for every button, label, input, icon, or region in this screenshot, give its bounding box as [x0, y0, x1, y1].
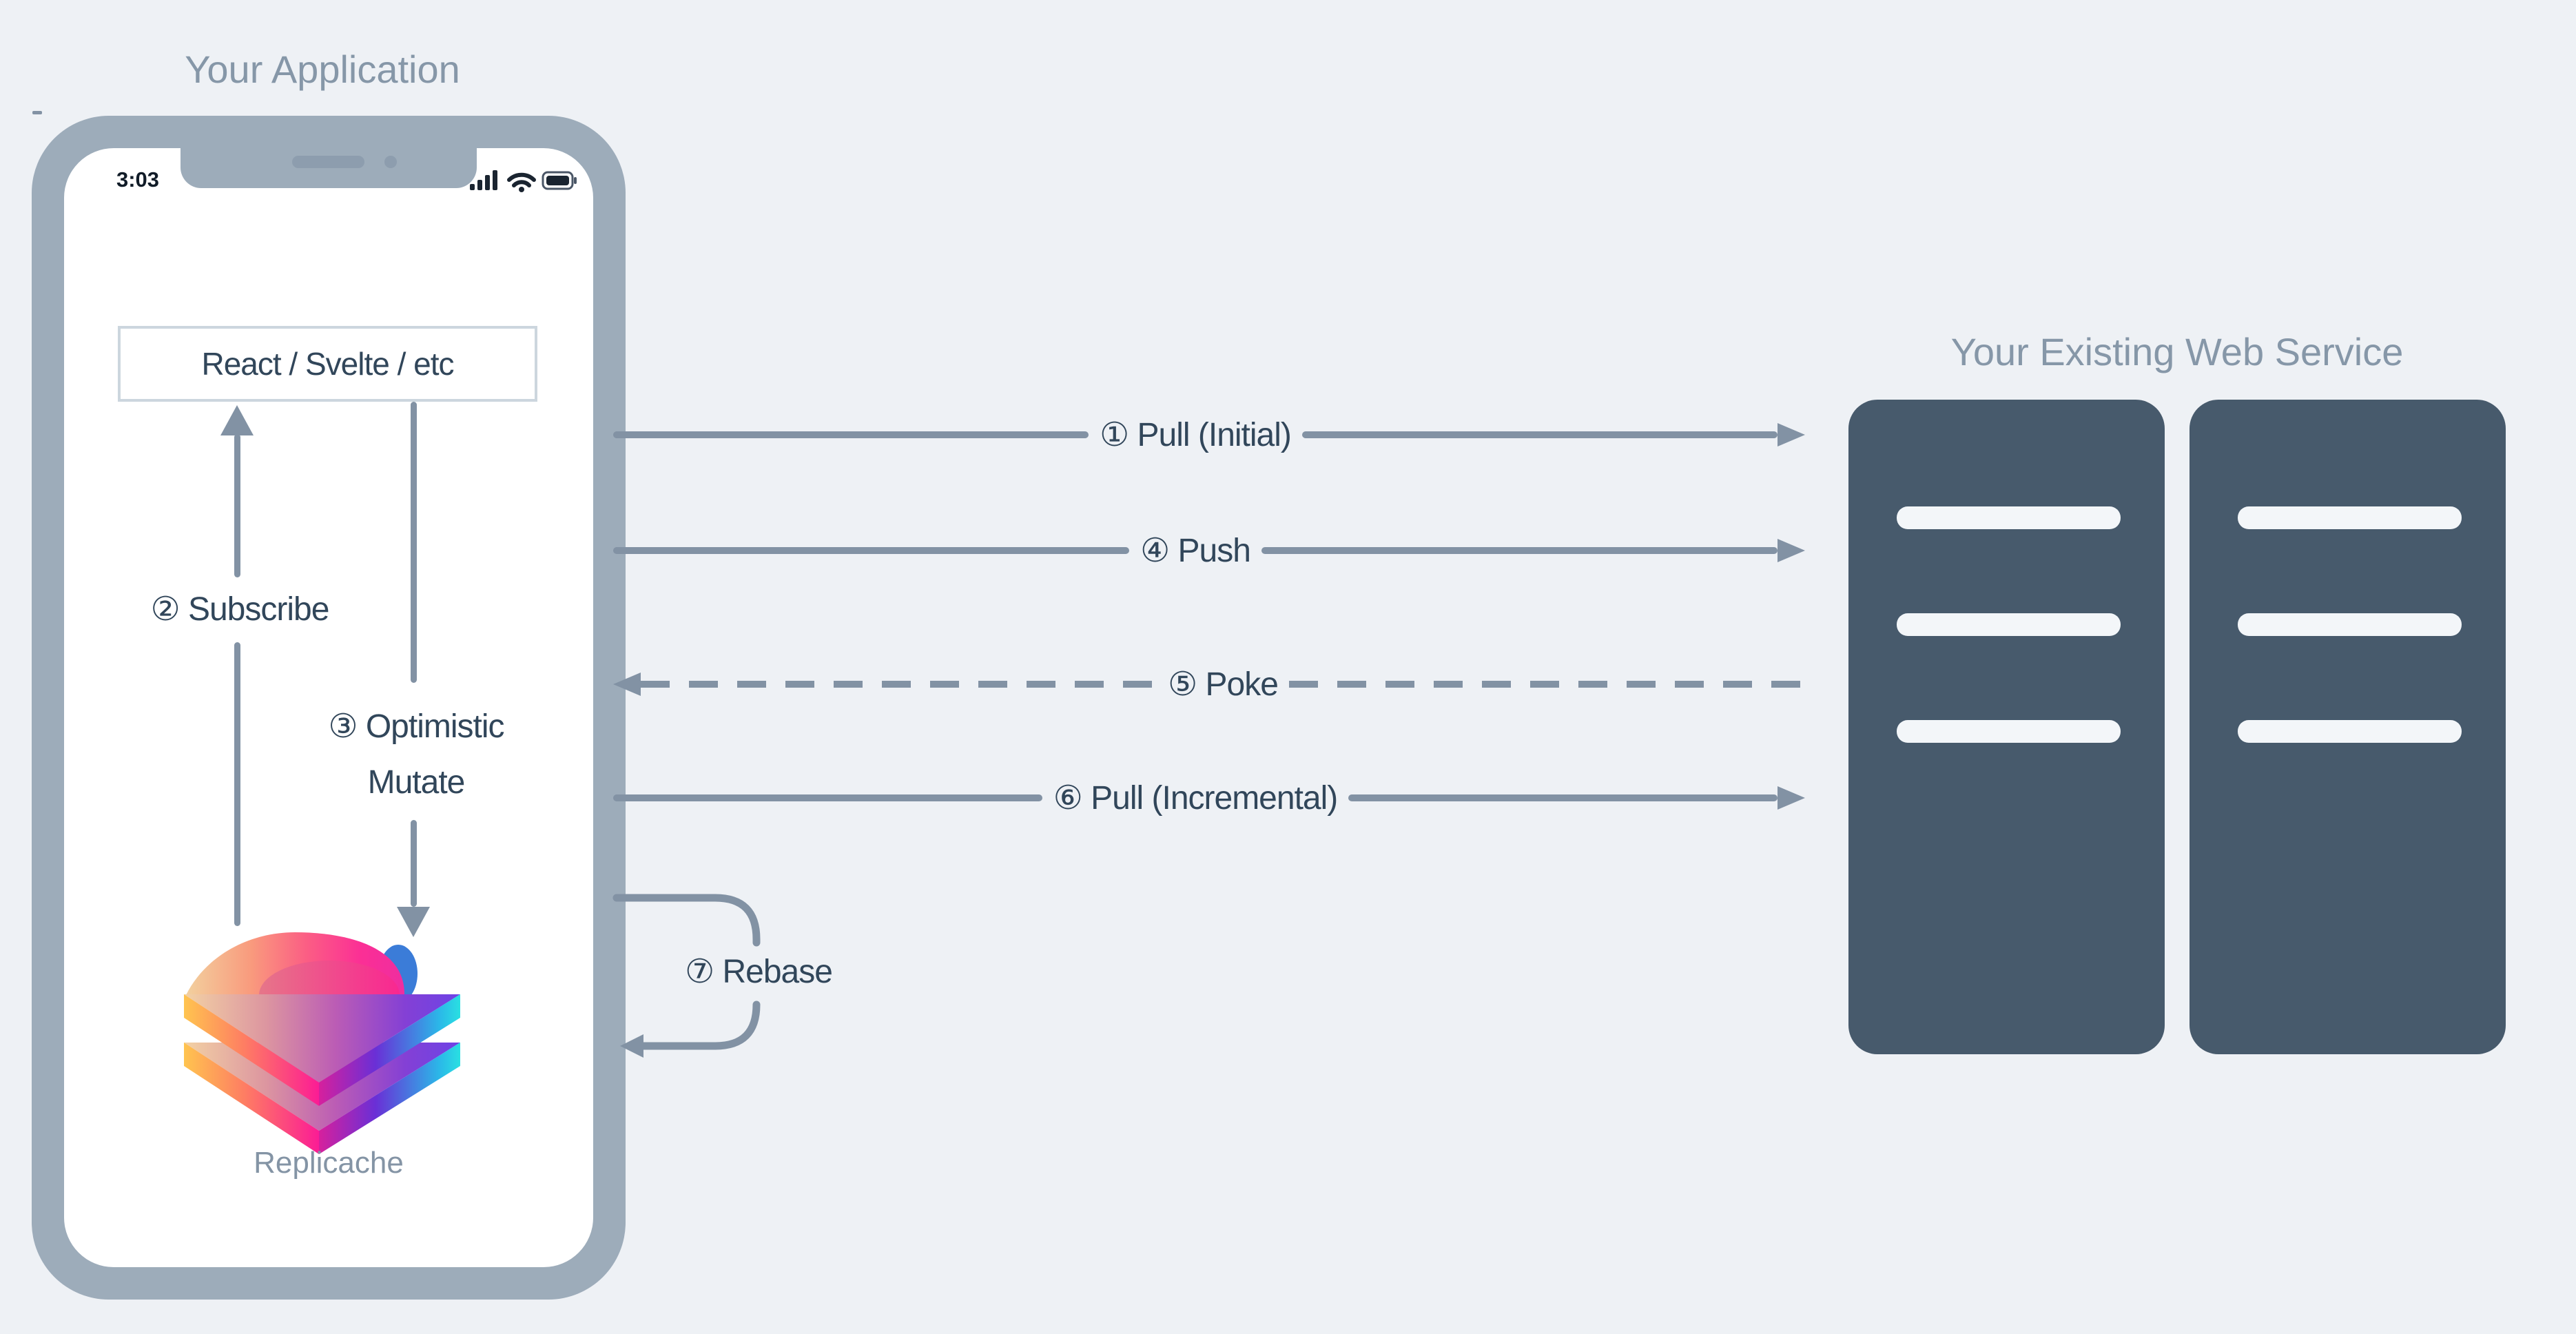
your-application-title: Your Application: [185, 48, 460, 91]
arrowhead-left-icon: [613, 673, 641, 696]
web-service-title: Your Existing Web Service: [1950, 330, 2404, 373]
flow-line: [613, 547, 1130, 554]
flow-pull-incremental: ⑥ Pull (Incremental): [613, 776, 1805, 820]
rebase-label: ⑦ Rebase: [685, 954, 833, 990]
flow-line: [1301, 431, 1778, 438]
flow-line: [1348, 794, 1778, 801]
rebase-loop: [612, 894, 761, 1058]
status-bar-time: 3:03: [116, 167, 160, 192]
arrowhead-right-icon: [1778, 423, 1806, 447]
camera-icon: [384, 156, 397, 168]
server-slot: [2238, 613, 2462, 636]
arrowhead-right-icon: [1778, 786, 1805, 810]
arrowhead-down-icon: [397, 907, 430, 937]
logo-middle-slab: [184, 994, 460, 1106]
framework-box: React / Svelte / etc: [118, 326, 537, 402]
optimistic-mutate-label-line2: Mutate: [367, 764, 466, 801]
flow-poke: ⑤ Poke: [613, 662, 1805, 706]
signal-bars-icon: [470, 170, 497, 190]
flow-pull-incremental-label: ⑥ Pull (Incremental): [1053, 780, 1338, 817]
mutate-line-lower: [411, 820, 417, 907]
flow-line: [1261, 547, 1778, 554]
flow-pull-initial: ① Pull (Initial): [613, 413, 1806, 457]
arrowhead-right-icon: [1778, 539, 1805, 562]
arrowhead-left-icon: [620, 1034, 643, 1058]
server-right: [2189, 400, 2506, 1054]
flow-line: [613, 794, 1042, 801]
flow-push: ④ Push: [613, 529, 1805, 573]
flow-push-label: ④ Push: [1140, 533, 1251, 569]
subscribe-line-lower: [234, 642, 240, 926]
replicache-caption: Replicache: [254, 1146, 404, 1180]
arrowhead-up-icon: [220, 405, 254, 435]
server-slot: [1897, 613, 2121, 636]
server-slot: [1897, 720, 2121, 743]
flow-line: [613, 431, 1089, 438]
subscribe-line-upper: [234, 434, 240, 577]
replicache-logo: [184, 932, 460, 1154]
stray-dash: [32, 111, 42, 114]
rebase-loop-bottom: [638, 1000, 761, 1050]
flow-pull-initial-label: ① Pull (Initial): [1100, 417, 1292, 453]
battery-icon: [542, 171, 577, 190]
server-slot: [2238, 506, 2462, 529]
framework-box-label: React / Svelte / etc: [201, 346, 454, 382]
server-left: [1848, 400, 2165, 1054]
wifi-icon: [507, 172, 536, 192]
logo-inner-swirl: [259, 961, 400, 995]
rebase-loop-top: [612, 894, 761, 947]
speaker-icon: [292, 156, 364, 168]
mutate-line-upper: [411, 402, 417, 683]
flow-poke-label: ⑤ Poke: [1168, 666, 1279, 703]
flow-line-dashed: [641, 681, 1157, 688]
optimistic-mutate-label-line1: ③ Optimistic: [328, 708, 504, 745]
subscribe-label: ② Subscribe: [150, 591, 330, 628]
server-slot: [1897, 506, 2121, 529]
status-bar-icons: [470, 170, 577, 192]
server-slot: [2238, 720, 2462, 743]
phone-notch: [181, 148, 477, 188]
flow-line-dashed: [1288, 681, 1805, 688]
